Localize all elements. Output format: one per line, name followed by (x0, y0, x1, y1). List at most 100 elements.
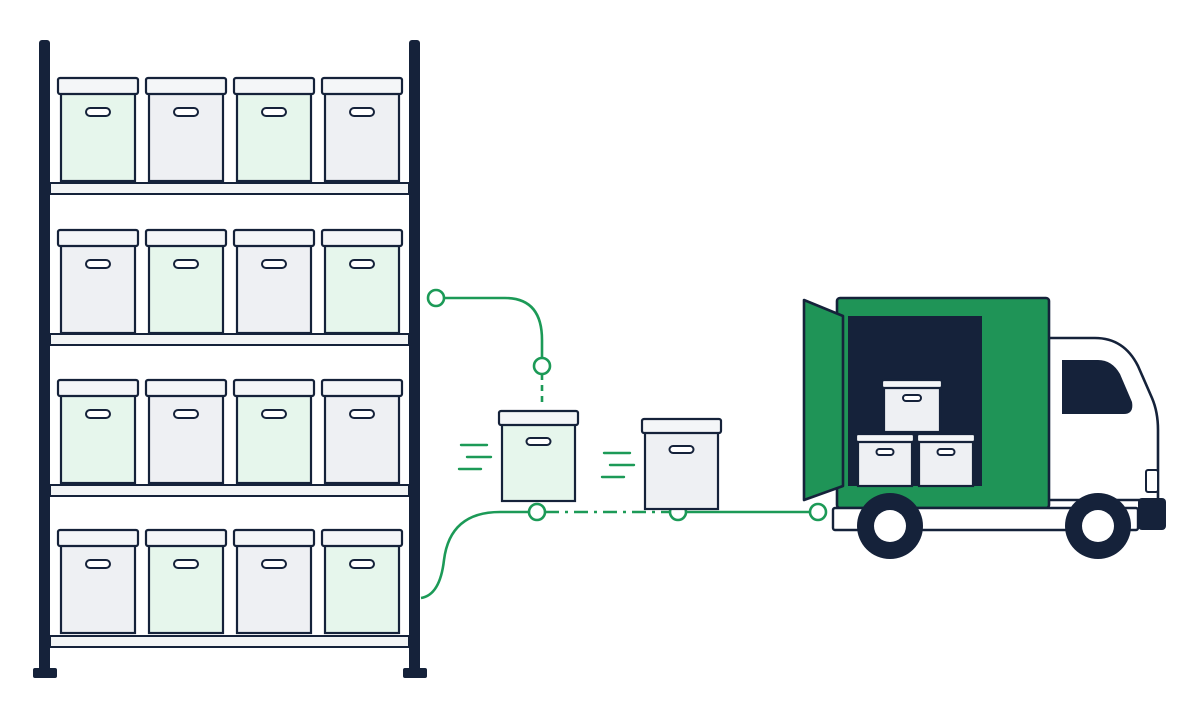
shelf-box (232, 528, 316, 635)
route-node (426, 288, 446, 308)
truck-hubcap (874, 510, 906, 542)
truck-bumper (1138, 498, 1166, 530)
box-lid (144, 378, 228, 398)
box-lid (915, 432, 977, 444)
box-handle (85, 107, 111, 117)
shelf-board (49, 635, 410, 648)
cargo-box (854, 432, 916, 488)
box-lid (232, 528, 316, 548)
shelf-board (49, 484, 410, 497)
box-lid (854, 432, 916, 444)
box-lid (880, 378, 944, 390)
box-body (59, 243, 137, 335)
truck-window (1062, 360, 1133, 414)
box-lid (56, 76, 140, 96)
cargo-box (915, 432, 977, 488)
box-handle (261, 259, 287, 269)
shelf-foot-right (403, 668, 427, 678)
moving-box (640, 417, 723, 511)
box-lid (56, 378, 140, 398)
box-lid (144, 76, 228, 96)
shelf-box (320, 76, 404, 183)
shelf-box (232, 76, 316, 183)
box-body (147, 243, 225, 335)
box-lid (56, 228, 140, 248)
box-handle (173, 259, 199, 269)
box-handle (668, 445, 695, 454)
shelving-unit-icon (33, 40, 427, 678)
truck-door (802, 298, 845, 502)
box-body (917, 439, 975, 488)
box-body (59, 543, 137, 635)
box-handle (85, 259, 111, 269)
box-body (147, 543, 225, 635)
box-lid (320, 228, 404, 248)
box-handle (261, 409, 287, 419)
box-body (882, 385, 942, 434)
box-lid (320, 76, 404, 96)
shelf-upright-left (39, 40, 50, 672)
box-lid (320, 528, 404, 548)
shelf-box (320, 228, 404, 335)
box-handle (261, 559, 287, 569)
box-handle (349, 107, 375, 117)
box-body (323, 393, 401, 485)
delivery-truck-icon (802, 296, 1166, 559)
box-handle (349, 409, 375, 419)
shelf-box (56, 76, 140, 183)
box-body (147, 91, 225, 183)
box-handle (525, 437, 552, 446)
truck-hubcap (1082, 510, 1114, 542)
cargo-box (880, 378, 944, 434)
box-body (500, 422, 577, 503)
box-body (323, 543, 401, 635)
box-body (235, 243, 313, 335)
truck-headlight (1145, 469, 1159, 493)
shelf-box (232, 228, 316, 335)
route-node (527, 502, 547, 522)
shelf-box (144, 378, 228, 485)
box-lid (232, 378, 316, 398)
box-body (235, 543, 313, 635)
box-lid (232, 228, 316, 248)
moving-boxes (457, 409, 723, 511)
box-body (59, 91, 137, 183)
box-body (323, 243, 401, 335)
shelf-box (56, 528, 140, 635)
route-path-icon (420, 288, 828, 600)
box-handle (349, 559, 375, 569)
box-handle (902, 394, 922, 402)
box-body (323, 91, 401, 183)
box-body (856, 439, 914, 488)
box-handle (936, 448, 956, 456)
box-body (235, 91, 313, 183)
shelf-box (144, 528, 228, 635)
box-body (59, 393, 137, 485)
box-lid (640, 417, 723, 435)
box-handle (173, 107, 199, 117)
shelf-box (232, 378, 316, 485)
box-lid (320, 378, 404, 398)
route-node (532, 356, 552, 376)
shelf-box (56, 378, 140, 485)
box-body (235, 393, 313, 485)
moving-box (497, 409, 580, 503)
box-lid (144, 228, 228, 248)
box-lid (232, 76, 316, 96)
shelf-foot-left (33, 668, 57, 678)
route-upper-line (436, 296, 544, 366)
box-lid (56, 528, 140, 548)
box-handle (85, 409, 111, 419)
box-handle (875, 448, 895, 456)
shelf-box (56, 228, 140, 335)
box-body (147, 393, 225, 485)
box-handle (173, 559, 199, 569)
box-handle (173, 409, 199, 419)
box-lid (144, 528, 228, 548)
route-lower-line (420, 510, 530, 600)
shelf-box (144, 76, 228, 183)
shelf-box (144, 228, 228, 335)
box-lid (497, 409, 580, 427)
shelf-box (320, 378, 404, 485)
